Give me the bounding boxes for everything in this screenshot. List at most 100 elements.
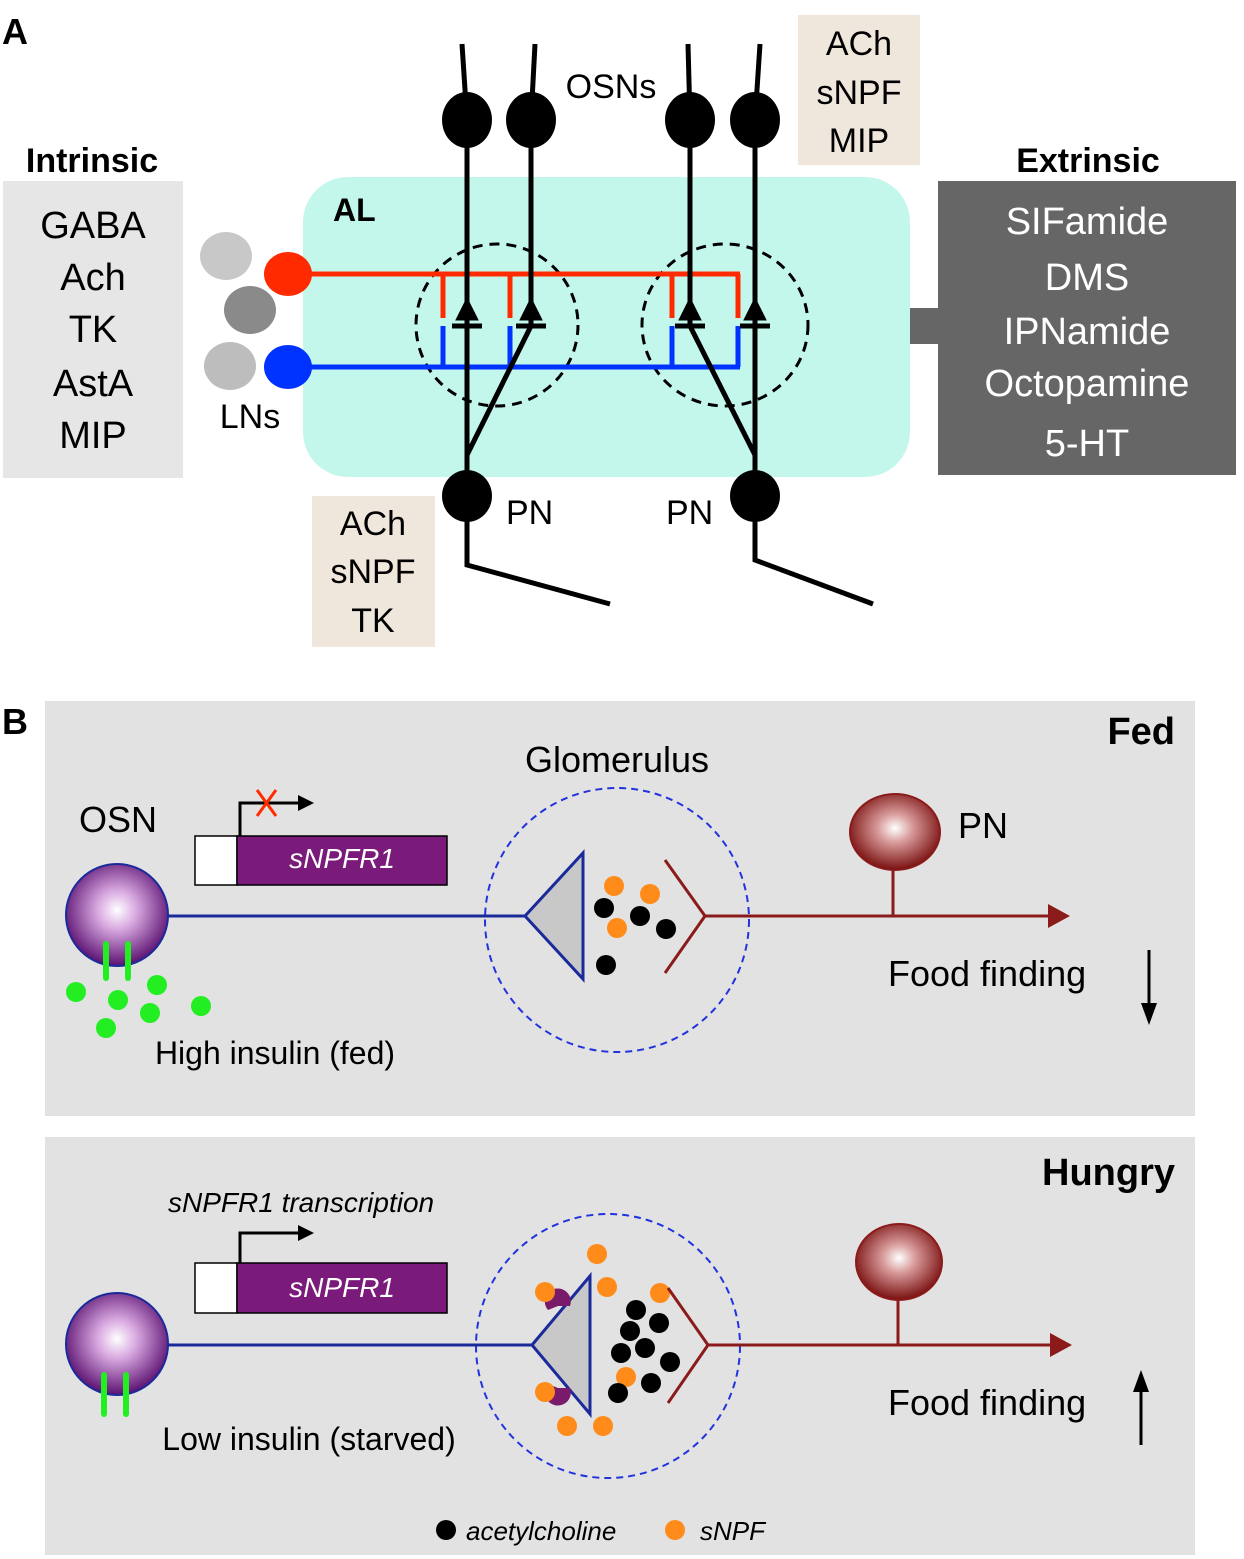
extrinsic-box xyxy=(938,181,1236,475)
transcription-arrow xyxy=(238,801,300,836)
extrinsic-item: DMS xyxy=(1045,257,1129,299)
pn-cell-right xyxy=(730,470,780,522)
intrinsic-list: GABA Ach TK AstA MIP xyxy=(40,205,146,457)
snpf-dot xyxy=(597,1277,617,1297)
snpf-dot xyxy=(535,1282,555,1302)
ln-cell-gray xyxy=(200,232,252,280)
synapse-terminals xyxy=(452,296,770,329)
osn-label: OSN xyxy=(79,799,157,840)
osn-cell xyxy=(665,92,715,148)
osn-cell xyxy=(506,92,556,148)
hungry-osn-terminal xyxy=(530,1271,592,1419)
hungry-pn-cell xyxy=(855,1223,943,1301)
osn-terminal xyxy=(743,296,767,321)
ach-dot xyxy=(594,898,614,918)
snpf-dot xyxy=(616,1367,636,1387)
osn-transmitter-list: ACh sNPF MIP xyxy=(817,25,902,160)
panel-b-label: B xyxy=(2,701,28,742)
insulin-dot xyxy=(140,1003,160,1023)
legend-ach-label: acetylcholine xyxy=(466,1516,616,1546)
transcription-label: sNPFR1 transcription xyxy=(168,1187,434,1218)
promoter-box xyxy=(194,835,238,886)
hungry-insulin-receptor xyxy=(101,1372,129,1417)
pn-right-label: PN xyxy=(666,494,713,532)
snpf-dot xyxy=(587,1244,607,1264)
hungry-pn-arrowhead xyxy=(1050,1333,1072,1357)
hungry-insulin-label: Low insulin (starved) xyxy=(162,1421,455,1457)
legend-snpf-dot xyxy=(665,1520,685,1540)
ln-cell-blue xyxy=(264,345,312,389)
fed-panel: Fed Glomerulus OSN sNPFR1 xyxy=(45,701,1195,1116)
antennal-lobe xyxy=(303,177,910,477)
ln-blue-process xyxy=(310,326,741,370)
glomerulus-right xyxy=(640,242,810,408)
gene-label: sNPFR1 xyxy=(289,1272,395,1303)
ach-dot xyxy=(630,906,650,926)
ln-cell-red xyxy=(264,252,312,296)
snpf-dot xyxy=(607,918,627,938)
ach-dot xyxy=(656,919,676,939)
hungry-panel: Hungry sNPFR1 transcription sNPFR1 Low i… xyxy=(45,1137,1195,1555)
osn-terminal xyxy=(519,296,543,321)
pn-transmitter-box xyxy=(312,496,435,647)
snpf-dot xyxy=(557,1416,577,1436)
fed-insulin-label: High insulin (fed) xyxy=(155,1035,395,1071)
fed-background xyxy=(45,701,1195,1116)
hungry-osn-cell xyxy=(65,1292,169,1396)
hungry-transmitter-dots xyxy=(535,1244,680,1436)
intrinsic-item: GABA xyxy=(40,205,146,247)
hungry-outcome-label: Food finding xyxy=(888,1382,1086,1423)
osn-transmitter: ACh xyxy=(826,25,892,63)
fed-insulin-dots xyxy=(66,975,211,1038)
insulin-dot xyxy=(66,982,86,1002)
extrinsic-item: IPNamide xyxy=(1004,311,1171,353)
snpf-dot xyxy=(593,1416,613,1436)
up-arrowhead-icon xyxy=(1133,1370,1149,1392)
ach-dot xyxy=(660,1352,680,1372)
legend-ach-dot xyxy=(436,1520,456,1540)
extrinsic-heading: Extrinsic xyxy=(1016,142,1160,180)
pn-label: PN xyxy=(958,805,1008,846)
pn-transmitter: TK xyxy=(351,602,395,640)
panel-a: A Intrinsic GABA Ach TK AstA MIP Extrins… xyxy=(2,11,1236,647)
insulin-dot xyxy=(108,990,128,1010)
snpf-dot xyxy=(535,1382,555,1402)
intrinsic-heading: Intrinsic xyxy=(26,142,158,180)
promoter-box xyxy=(194,1262,238,1314)
extrinsic-item: SIFamide xyxy=(1006,201,1169,243)
snpf-dot xyxy=(640,884,660,904)
fed-pn-process xyxy=(663,859,1050,974)
ach-dot xyxy=(641,1373,661,1393)
snpf-dot xyxy=(604,876,624,896)
ln-cell-gray xyxy=(224,286,276,334)
osn-transmitter-box xyxy=(798,15,920,165)
fed-title: Fed xyxy=(1107,711,1175,753)
extrinsic-item: Octopamine xyxy=(985,363,1190,405)
glomerulus-label: Glomerulus xyxy=(525,739,709,780)
intrinsic-item: MIP xyxy=(59,415,127,457)
fed-outcome-label: Food finding xyxy=(888,953,1086,994)
transcription-arrowhead xyxy=(298,795,314,811)
transcription-arrowhead xyxy=(298,1225,314,1241)
pn-transmitter-list: ACh sNPF TK xyxy=(331,505,416,640)
osn-terminal xyxy=(678,296,702,321)
osn-transmitter: sNPF xyxy=(817,74,902,112)
intrinsic-item: AstA xyxy=(53,363,134,405)
blocked-x-icon xyxy=(255,789,278,817)
insulin-dot xyxy=(191,996,211,1016)
pn-left-label: PN xyxy=(506,494,553,532)
legend-snpf-label: sNPF xyxy=(700,1516,767,1546)
fed-pn-arrowhead xyxy=(1048,904,1070,928)
ln-cell-gray xyxy=(204,342,256,390)
osn-cell xyxy=(442,92,492,148)
transcription-arrow xyxy=(238,1231,300,1263)
al-label: AL xyxy=(333,192,376,228)
ach-dot xyxy=(635,1338,655,1358)
fed-glomerulus xyxy=(484,787,750,1053)
hungry-title: Hungry xyxy=(1042,1152,1175,1194)
fed-transmitter-dots xyxy=(594,876,676,975)
pn-transmitter: sNPF xyxy=(331,553,416,591)
fed-osn-terminal xyxy=(522,849,585,983)
lns-label: LNs xyxy=(220,398,280,436)
